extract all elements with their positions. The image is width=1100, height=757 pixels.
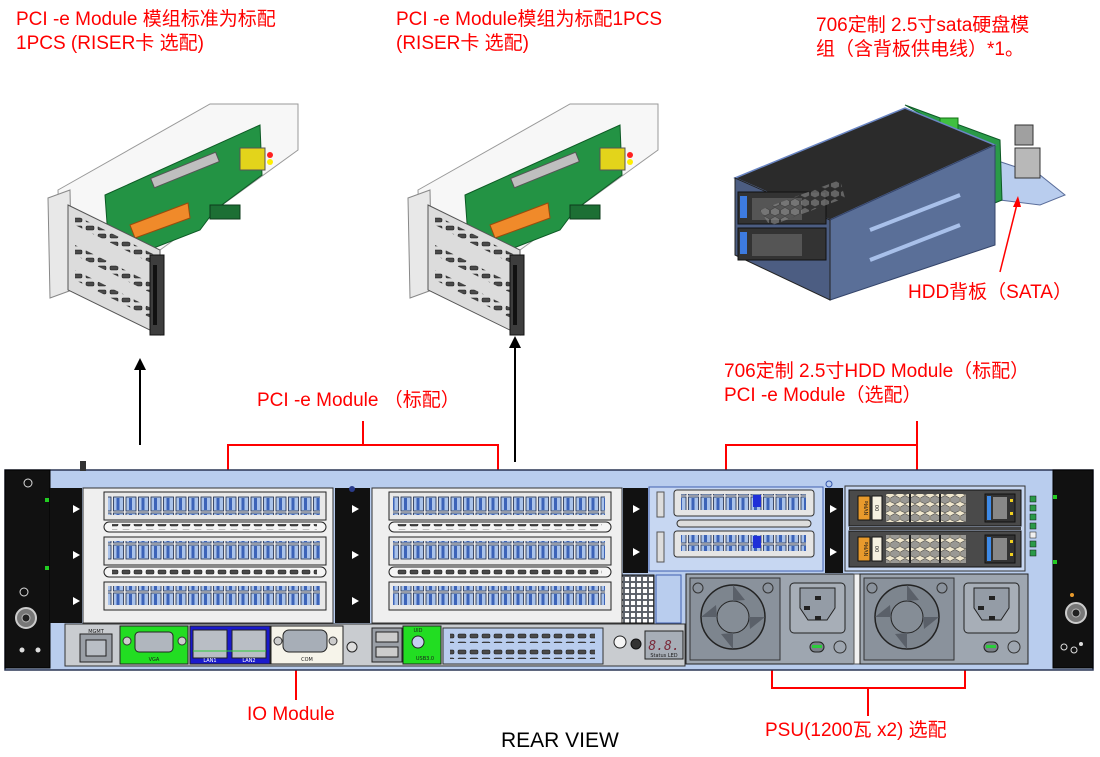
io-panel (64, 623, 686, 667)
pcie-module-center (371, 487, 623, 624)
hdd-bays (844, 485, 1037, 572)
hdd-2-type-tag: NVMe (864, 542, 870, 557)
riser-card-center-illustration (407, 103, 659, 336)
riser-left-arrow (134, 358, 146, 445)
hdd-module-callout-line1: 706定制 2.5寸sata硬盘模 (816, 15, 1030, 36)
debug-display-digits: 8.8. (648, 639, 679, 654)
vent-grid (621, 574, 655, 624)
psu-callout: PSU(1200瓦 x2) 选配 (765, 720, 947, 741)
hdd-bay-1 (848, 489, 1022, 527)
riser-center-callout: PCI -e Module模组为标配1PCS (RISER卡 选配) (396, 8, 662, 56)
hdd-module-callout: 706定制 2.5寸sata硬盘模 组（含背板供电线）*1。 (816, 14, 1029, 62)
riser-center-callout-line2: (RISER卡 选配) (396, 33, 530, 54)
hdd-backplane-callout: HDD背板（SATA） (908, 282, 1072, 303)
com-port-label: COM (301, 657, 313, 663)
mgmt-port-label: MGMT (88, 629, 105, 635)
riser-left-callout: PCI -e Module 模组标准为标配 1PCS (RISER卡 选配) (16, 8, 276, 56)
lan2-port-label: LAN2 (242, 658, 255, 664)
psu-divider (853, 573, 861, 665)
status-led-column (1029, 495, 1037, 557)
rear-view-title: REAR VIEW (501, 729, 619, 752)
pcie-module-optional (648, 480, 833, 572)
hdd-module-callout-line2: 组（含背板供电线）*1。 (816, 39, 1024, 60)
hdd-bay-2 (848, 530, 1022, 568)
status-led-label: Status LED (650, 653, 677, 659)
riser-center-arrow (509, 336, 521, 462)
hdd-pcie-module-callout-line1: 706定制 2.5寸HDD Module（标配） (724, 361, 1030, 382)
riser-card-left-illustration (47, 103, 299, 336)
io-module-callout: IO Module (247, 704, 335, 725)
riser-center-callout-line1: PCI -e Module模组为标配1PCS (396, 9, 663, 30)
riser-left-callout-line2: 1PCS (RISER卡 选配) (16, 33, 204, 54)
hdd-module-illustration (733, 104, 1066, 301)
blank-panel (655, 574, 682, 624)
hdd-2-id: 00 (875, 546, 881, 552)
hdd-pcie-module-callout-line2: PCI -e Module（选配） (724, 385, 922, 406)
vga-port-label: VGA (149, 657, 160, 663)
psu-leader (771, 660, 966, 716)
lan1-port-label: LAN1 (203, 658, 216, 664)
hdd-1-id: 00 (875, 505, 881, 511)
hdd-1-type-tag: NVMe (864, 501, 870, 516)
riser-left-callout-line1: PCI -e Module 模组标准为标配 (16, 9, 276, 30)
usb-port-label: USB3.0 (416, 656, 434, 662)
pcie-module-callout: PCI -e Module （标配） (257, 390, 460, 411)
psu-1 (685, 573, 855, 665)
psu-2 (859, 573, 1029, 665)
pcie-module-left (82, 487, 334, 624)
uid-button-label: UID (414, 628, 423, 634)
hdd-pcie-module-callout: 706定制 2.5寸HDD Module（标配） PCI -e Module（选… (724, 360, 1029, 408)
